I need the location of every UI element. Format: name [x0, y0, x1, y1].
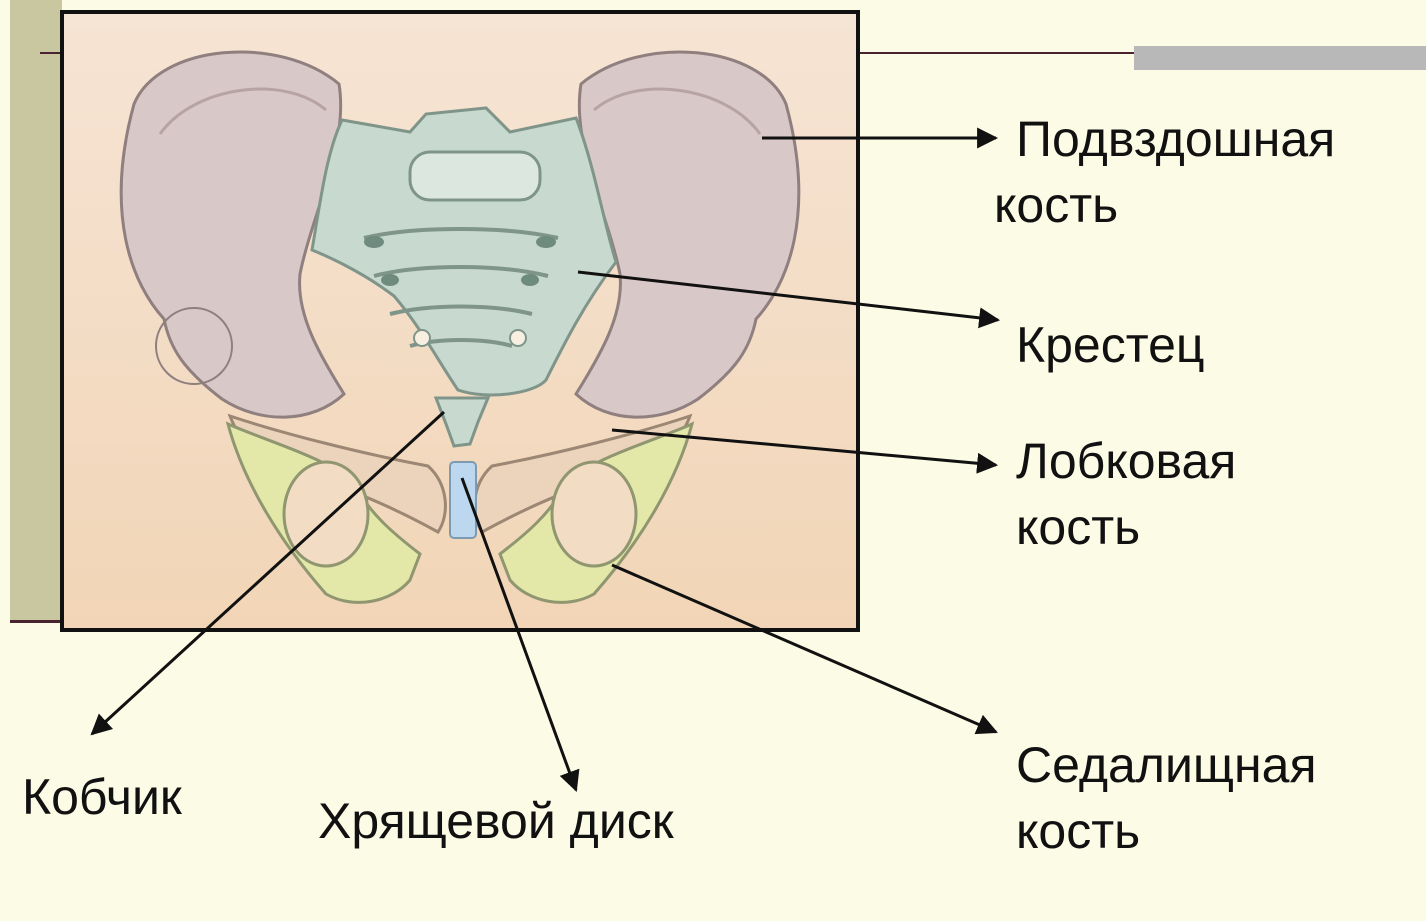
label-ischium-line2: кость: [1016, 798, 1317, 864]
label-ischium: Седалищная кость: [1016, 732, 1317, 864]
top-strip: [0, 0, 1426, 8]
label-pubis: Лобковая кость: [1016, 428, 1236, 560]
ilium-left: [121, 52, 344, 417]
label-coccyx-line1: Кобчик: [22, 764, 182, 830]
label-disc: Хрящевой диск: [318, 788, 674, 854]
label-pubis-line1: Лобковая: [1016, 428, 1236, 494]
label-ilium-line1: Подвздошная: [1016, 106, 1335, 172]
gray-accent-bar: [1134, 46, 1426, 70]
label-coccyx: Кобчик: [22, 764, 182, 830]
cartilage-disc: [450, 462, 476, 538]
label-ilium: Подвздошная кость: [1016, 106, 1335, 238]
pelvis-illustration: [60, 10, 860, 632]
label-ilium-line2: кость: [994, 172, 1335, 238]
label-pubis-line2: кость: [1016, 494, 1236, 560]
coccyx: [436, 398, 488, 446]
label-sacrum: Крестец: [1016, 312, 1205, 378]
label-disc-line1: Хрящевой диск: [318, 788, 674, 854]
label-ischium-line1: Седалищная: [1016, 732, 1317, 798]
label-sacrum-line1: Крестец: [1016, 312, 1205, 378]
olive-side-bar: [10, 0, 62, 622]
